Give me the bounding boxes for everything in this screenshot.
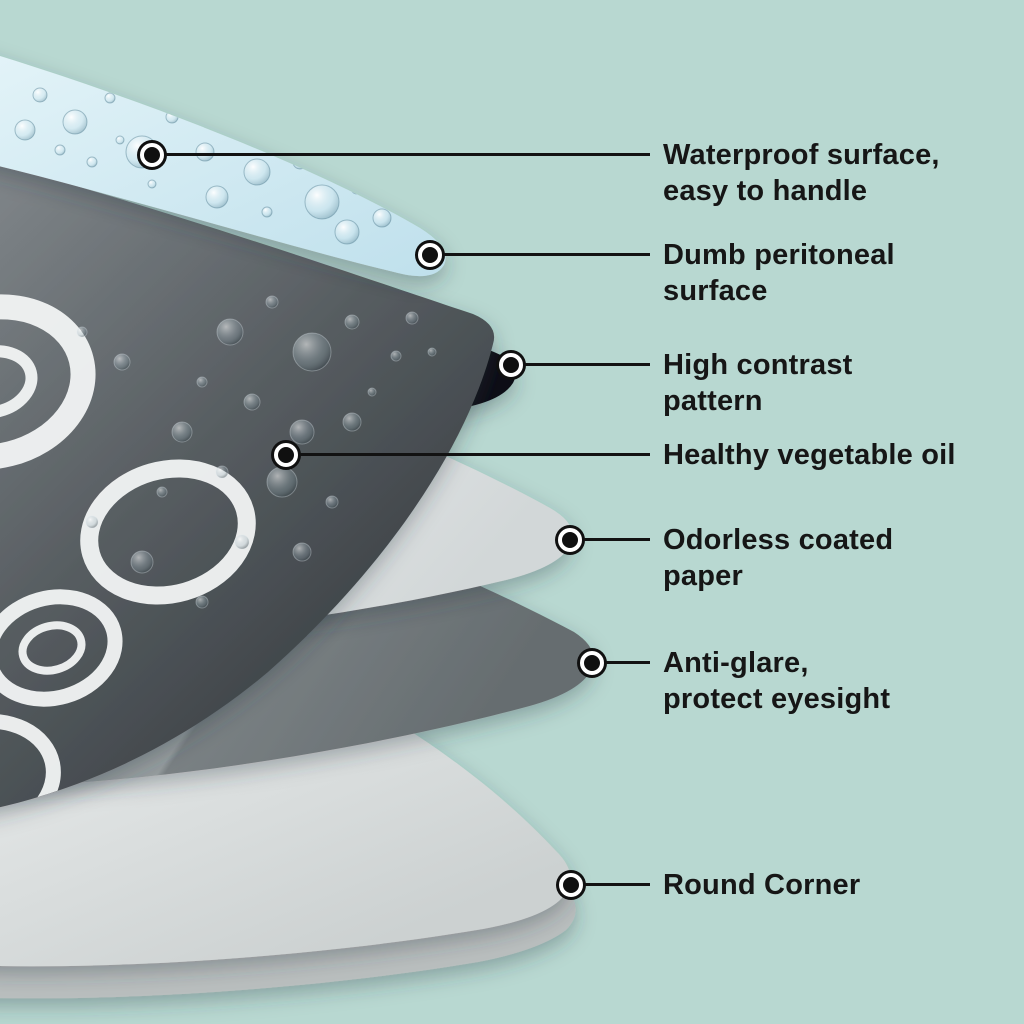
- waterproof-top-layer: [0, 56, 446, 277]
- ring-pattern: [0, 294, 256, 818]
- droplets-gray: [76, 295, 437, 609]
- printed-pattern-layer: [0, 164, 494, 808]
